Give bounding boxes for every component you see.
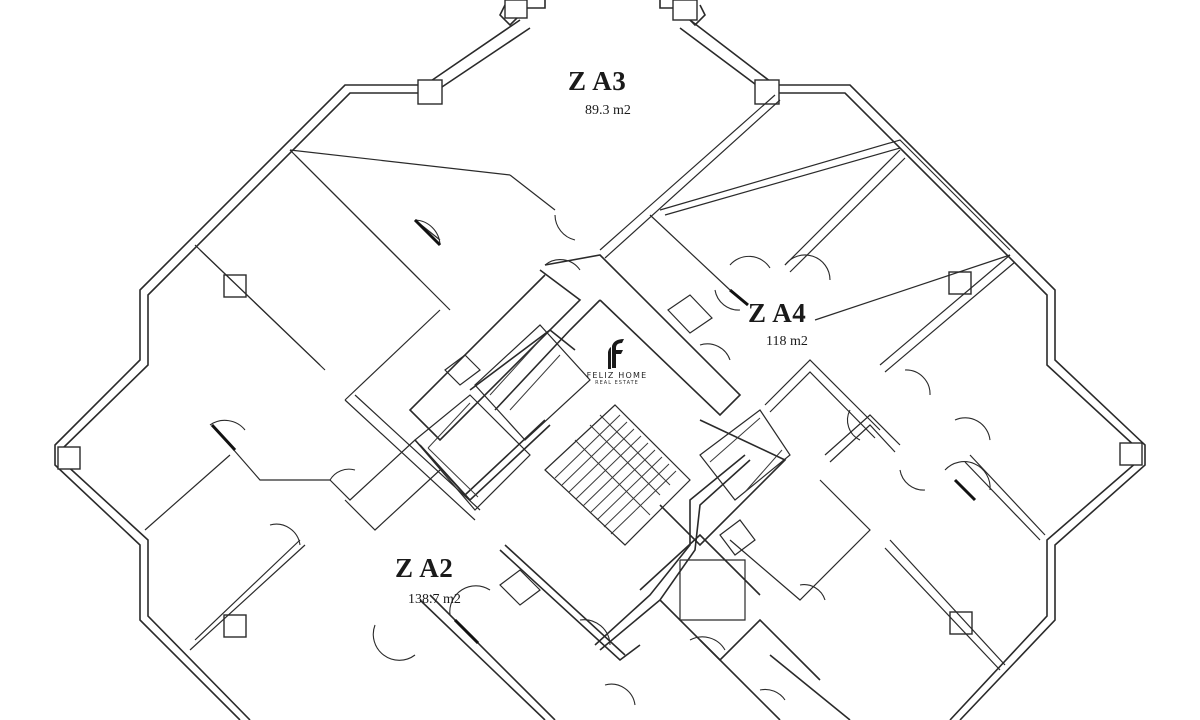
unit-a4-area: 118 m2 (766, 334, 808, 349)
unit-a4-name: Z A4 (748, 298, 807, 328)
feliz-home-logo-icon (608, 339, 624, 369)
service-shafts (444, 294, 756, 606)
logo-subtitle: REAL ESTATE (595, 380, 639, 386)
interior-walls-a2-west (144, 149, 556, 651)
unit-a3-area: 89.3 m2 (585, 103, 631, 118)
unit-a2-name: Z A2 (395, 553, 454, 583)
elevator-shafts (414, 324, 791, 511)
structural-columns (57, 0, 1143, 638)
interior-walls-a4 (599, 94, 1046, 671)
feliz-home-logo: FELIZ HOME REAL ESTATE (572, 336, 662, 386)
door-swings (209, 214, 991, 706)
core-walls (408, 254, 871, 720)
outer-walls (54, 0, 1146, 720)
unit-a2-area: 138.7 m2 (408, 592, 461, 607)
logo-name: FELIZ HOME (586, 371, 648, 380)
staircase (544, 404, 691, 546)
unit-a3-name: Z A3 (568, 66, 627, 96)
